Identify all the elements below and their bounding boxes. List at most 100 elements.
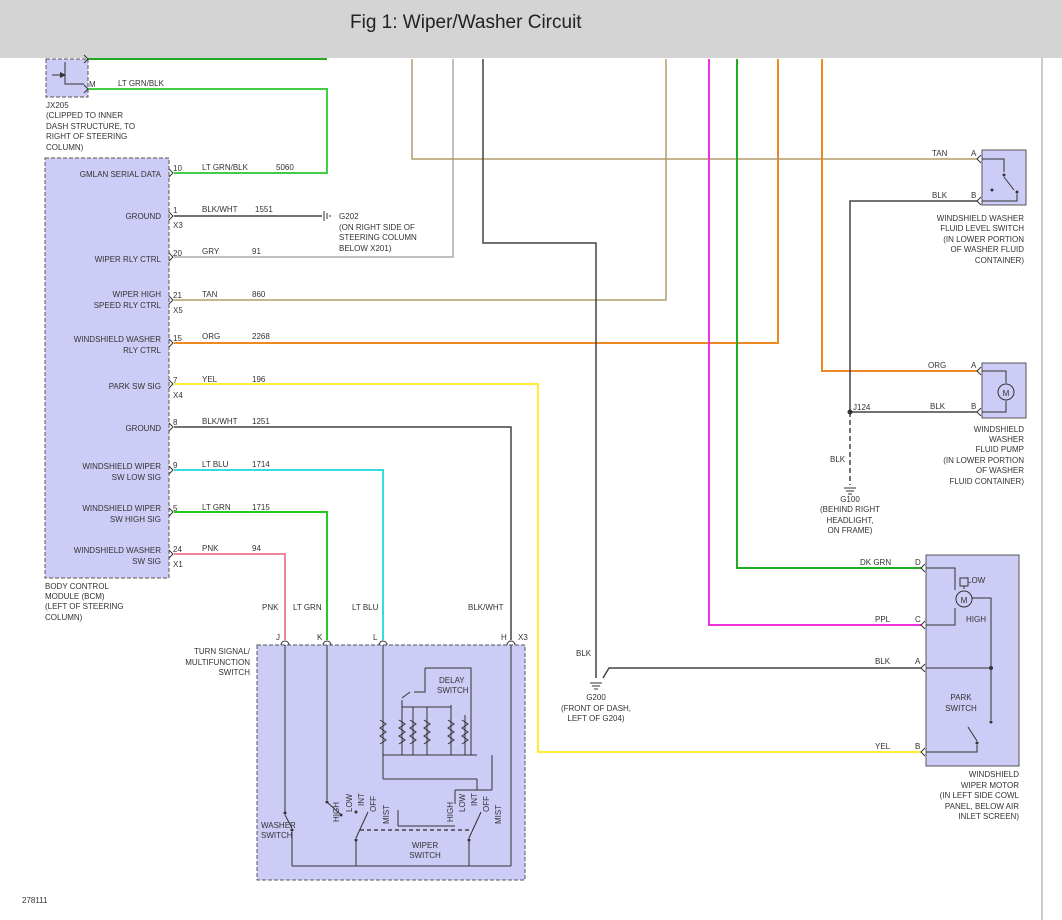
pump-desc-5: FLUID CONTAINER) — [949, 477, 1024, 486]
wire-lt-grn — [174, 511, 328, 640]
tss-pin-h: H — [501, 633, 507, 642]
jx205-desc-2: RIGHT OF STEERING — [46, 132, 127, 141]
wiper-motor-icon — [955, 590, 973, 608]
j124-splice — [847, 409, 853, 415]
bcm-desc-0: BODY CONTROL — [45, 582, 109, 591]
wire-lt-blu — [174, 469, 384, 640]
left-pos-low: LOW — [345, 793, 354, 812]
g200-name: G200 — [586, 693, 606, 702]
pump-desc-0: WINDSHIELD — [974, 425, 1024, 434]
device-connector-marks — [920, 154, 982, 757]
bcm-pin-wire: LT GRN/BLK — [202, 163, 249, 172]
fluid-level-switch: TAN A BLK B WINDSHIELD WASHER FLUID LEVE… — [932, 149, 1024, 265]
bcm-connector-marks — [83, 54, 174, 559]
fluid-pump: ORG A BLK B M WINDSHIELD WASHER FLUID PU… — [928, 361, 1024, 486]
figure-title: Fig 1: Wiper/Washer Circuit — [350, 12, 582, 33]
bcm-pin-circuit: 91 — [252, 247, 261, 256]
level-pin-a: A — [971, 149, 977, 158]
motor-desc-1: WIPER MOTOR — [961, 781, 1019, 790]
jx205-desc-1: DASH STRUCTURE, TO — [46, 122, 135, 131]
delay-switch-1: SWITCH — [437, 686, 469, 695]
wire-org-pump — [821, 59, 977, 372]
g100-desc-2: ON FRAME) — [828, 526, 873, 535]
washer-switch-0: WASHER — [261, 821, 296, 830]
g100-desc-0: (BEHIND RIGHT — [820, 505, 880, 514]
bcm-pin-label: WINDSHIELD WASHER — [74, 335, 161, 344]
turn-signal-switch-box — [256, 644, 526, 881]
wire-gry — [174, 59, 454, 258]
tss-desc-2: SWITCH — [218, 668, 250, 677]
motor-wire-yel: YEL — [875, 742, 891, 751]
tss-wire-pnk: PNK — [262, 603, 279, 612]
level-wire-tan: TAN — [932, 149, 948, 158]
g100-desc-1: HEADLIGHT, — [826, 516, 873, 525]
motor-desc-0: WINDSHIELD — [969, 770, 1019, 779]
pump-pin-a: A — [971, 361, 977, 370]
bcm-pin-circuit: 1714 — [252, 460, 270, 469]
wire-yel — [174, 383, 922, 753]
wires — [84, 58, 977, 753]
bcm-pin-wire: LT GRN — [202, 503, 231, 512]
right-pos-int: INT — [470, 793, 479, 806]
turn-signal-switch: TURN SIGNAL/ MULTIFUNCTION SWITCH PNK LT… — [185, 603, 528, 867]
tss-wire-ltblu: LT BLU — [352, 603, 379, 612]
wiper-motor: DK GRN D PPL C BLK A YEL B M LOW HIGH PA… — [860, 558, 1020, 821]
g200-desc-1: LEFT OF G204) — [567, 714, 625, 723]
wire-blk-g200 — [482, 59, 597, 678]
motor-wire-blk: BLK — [875, 657, 891, 666]
left-pos-high: HIGH — [332, 802, 341, 822]
bcm-pin-wire: GRY — [202, 247, 220, 256]
wire-org-bcm — [174, 59, 779, 344]
bcm-pin-wire: BLK/WHT — [202, 205, 238, 214]
pump-desc-2: FLUID PUMP — [976, 445, 1024, 454]
washer-switch-1: SWITCH — [261, 831, 293, 840]
wiper-switch-0: WIPER — [412, 841, 438, 850]
figure-number: 278111 — [22, 896, 48, 905]
bcm-pin-label: GROUND — [125, 424, 161, 433]
jx205-wire: LT GRN/BLK — [118, 79, 165, 88]
pump-desc-4: OF WASHER — [976, 466, 1024, 475]
bcm-pin-wire: BLK/WHT — [202, 417, 238, 426]
g202: G202 (ON RIGHT SIDE OF STEERING COLUMN B… — [323, 211, 417, 253]
bcm-pin-number: 8 — [173, 418, 178, 427]
motor-desc-3: PANEL, BELOW AIR — [945, 802, 1019, 811]
bcm-pin-circuit: 1251 — [252, 417, 270, 426]
bcm-pin-label: GROUND — [125, 212, 161, 221]
jx205-name: JX205 — [46, 101, 69, 110]
bcm-pin-wire: PNK — [202, 544, 219, 553]
bcm-pin-circuit: 94 — [252, 544, 261, 553]
level-desc-2: (IN LOWER PORTION — [943, 235, 1024, 244]
tss-desc-1: MULTIFUNCTION — [185, 658, 250, 667]
bcm-desc-2: (LEFT OF STEERING — [45, 602, 124, 611]
tss-pin-l: L — [373, 633, 378, 642]
tss-connector: X3 — [518, 633, 528, 642]
level-desc-4: CONTAINER) — [975, 256, 1025, 265]
bcm-pin-number: 5 — [173, 504, 178, 513]
wire-blk-motor — [602, 667, 922, 679]
motor-wire-ppl: PPL — [875, 615, 891, 624]
tss-pin-k: K — [317, 633, 323, 642]
wire-dk-grn — [736, 59, 922, 569]
right-pos-low: LOW — [458, 793, 467, 812]
bcm-pin-circuit: 2268 — [252, 332, 270, 341]
bcm-desc-1: MODULE (BCM) — [45, 592, 105, 601]
pump-motor-symbol: M — [1003, 389, 1010, 398]
bcm-pin-connector: X1 — [173, 560, 183, 569]
motor-wire-dkgrn: DK GRN — [860, 558, 891, 567]
bcm-pin-wire: LT BLU — [202, 460, 229, 469]
jx205-desc-0: (CLIPPED TO INNER — [46, 111, 123, 120]
bcm-pin-label: SW HIGH SIG — [110, 515, 161, 524]
level-desc-1: FLUID LEVEL SWITCH — [940, 224, 1024, 233]
bcm-pin-label: WINDSHIELD WASHER — [74, 546, 161, 555]
bcm-pin-label: GMLAN SERIAL DATA — [80, 170, 162, 179]
right-pos-mist: MIST — [494, 805, 503, 824]
motor-symbol: M — [961, 596, 968, 605]
bcm-pin-label: WINDSHIELD WIPER — [82, 462, 161, 471]
level-pin-b: B — [971, 191, 976, 200]
pump-desc-1: WASHER — [989, 435, 1024, 444]
bcm-pin-number: 1 — [173, 206, 178, 215]
g100-wire: BLK — [830, 455, 846, 464]
wiper-switch-1: SWITCH — [409, 851, 441, 860]
delay-switch-0: DELAY — [439, 676, 465, 685]
